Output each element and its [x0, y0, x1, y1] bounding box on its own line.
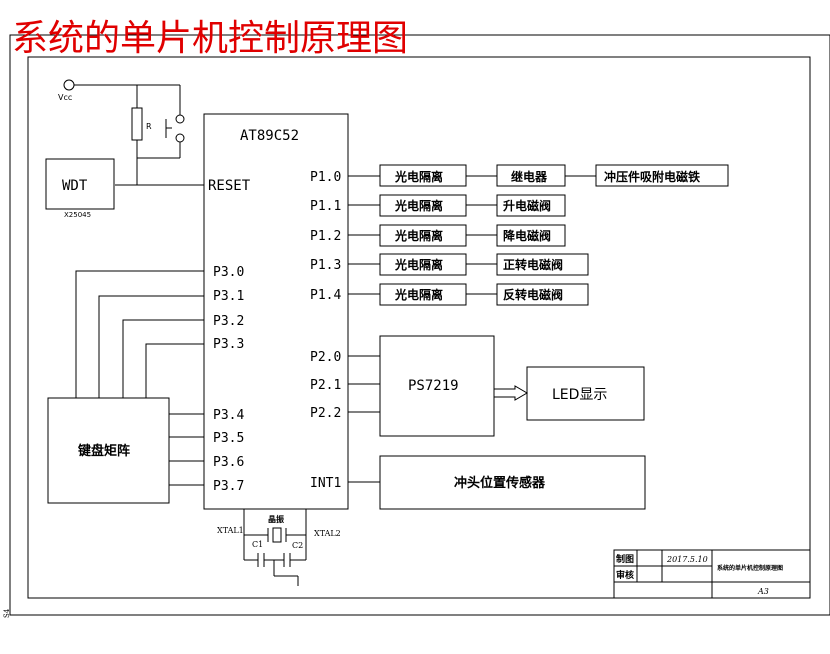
- valve-down-label: 降电磁阀: [503, 228, 551, 243]
- keyboard-matrix-box: [47, 397, 170, 504]
- pin-p3-5: P3.5: [213, 431, 244, 446]
- led-display-label: LED显示: [552, 387, 607, 403]
- sheet-size: A3: [757, 587, 769, 596]
- valve-forward-label: 正转电磁阀: [503, 257, 563, 272]
- inner-frame: [27, 56, 811, 599]
- drawn-by-label: 制图: [616, 553, 634, 565]
- wdt-chip-label: X25045: [64, 211, 91, 219]
- pin-p1-1: P1.1: [310, 199, 341, 214]
- pin-p1-3: P1.3: [310, 258, 341, 273]
- resistor-label: R: [146, 122, 152, 131]
- pin-p2-2: P2.2: [310, 406, 341, 421]
- relay-label: 继电器: [511, 169, 548, 184]
- vcc-label: Vcc: [58, 93, 72, 102]
- reset-switch-top: [175, 114, 185, 124]
- ps7219-label: PS7219: [408, 378, 459, 394]
- pin-p3-7: P3.7: [213, 479, 244, 494]
- pin-p2-1: P2.1: [310, 378, 341, 393]
- crystal-symbol: [272, 527, 282, 543]
- margin-mark: S4: [3, 608, 11, 618]
- drawing-name: 系统的单片机控制原理图: [717, 564, 783, 572]
- xtal2-label: XTAL2: [314, 529, 341, 538]
- drawing-date: 2017.5.10: [666, 555, 708, 564]
- ps7219-box: [379, 335, 495, 437]
- pin-p1-2: P1.2: [310, 229, 341, 244]
- pin-p1-4: P1.4: [310, 288, 341, 303]
- wdt-label: WDT: [62, 178, 88, 194]
- sensor-label: 冲头位置传感器: [454, 475, 546, 491]
- data-arrow: [494, 385, 528, 401]
- iso-label-4: 光电隔离: [394, 257, 443, 272]
- reset-switch-bottom: [175, 133, 185, 143]
- diagram-title: 系统的单片机控制原理图: [12, 18, 408, 59]
- keyboard-matrix-label: 键盘矩阵: [77, 443, 130, 459]
- mcu-name: AT89C52: [240, 128, 299, 144]
- xtal1-label: XTAL1: [217, 526, 244, 535]
- checked-by-label: 审核: [616, 569, 634, 581]
- valve-up-label: 升电磁阀: [503, 198, 551, 213]
- valve-reverse-label: 反转电磁阀: [503, 287, 563, 302]
- c1-label: C1: [252, 540, 263, 549]
- crystal-label: 晶振: [268, 514, 284, 524]
- electromagnet-label: 冲压件吸附电磁铁: [604, 169, 700, 184]
- vcc-terminal: [63, 79, 75, 91]
- reset-pin-label: RESET: [208, 178, 251, 194]
- pin-int1: INT1: [310, 476, 341, 491]
- iso-label-5: 光电隔离: [394, 287, 443, 302]
- mcu-chip: [203, 113, 349, 510]
- iso-label-2: 光电隔离: [394, 198, 443, 213]
- pin-p3-1: P3.1: [213, 289, 244, 304]
- pin-p2-0: P2.0: [310, 350, 341, 365]
- resistor-r: [131, 107, 143, 141]
- pin-p3-6: P3.6: [213, 455, 244, 470]
- pin-p3-4: P3.4: [213, 408, 244, 423]
- iso-label-3: 光电隔离: [394, 228, 443, 243]
- c2-label: C2: [292, 541, 303, 550]
- pin-p3-3: P3.3: [213, 337, 244, 352]
- pin-p1-0: P1.0: [310, 170, 341, 185]
- pin-p3-2: P3.2: [213, 314, 244, 329]
- wdt-box: [45, 158, 115, 210]
- drawing-border: [9, 34, 830, 616]
- pin-p3-0: P3.0: [213, 265, 244, 280]
- iso-label-1: 光电隔离: [394, 169, 443, 184]
